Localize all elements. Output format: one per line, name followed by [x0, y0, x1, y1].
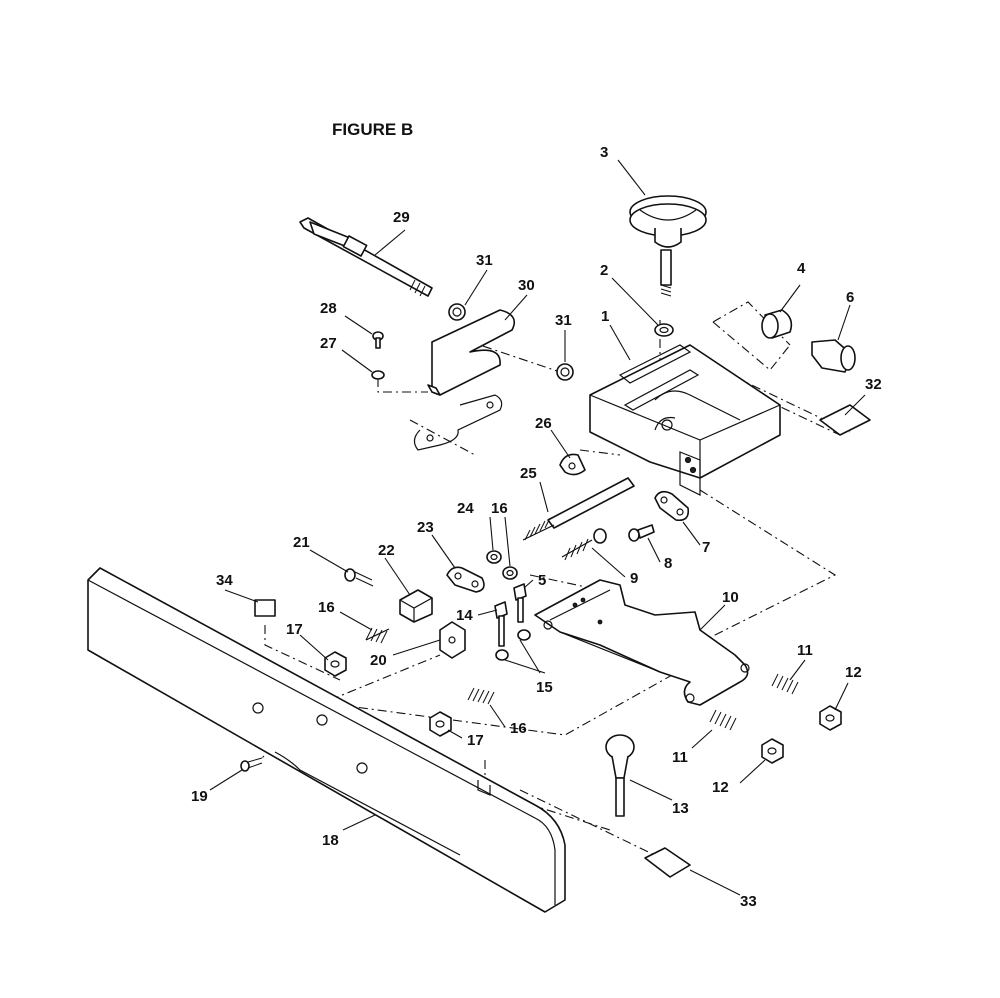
part-13-knob [605, 734, 635, 817]
callout-17-lower: 17 [467, 732, 484, 749]
callout-16-lower: 16 [510, 720, 527, 737]
callout-12-upper: 12 [845, 664, 862, 681]
callout-34: 34 [216, 572, 233, 589]
callout-20: 20 [370, 652, 387, 669]
part-19-screw [240, 757, 263, 772]
part-24-nut [486, 550, 502, 564]
part-23-link [446, 566, 485, 593]
callout-labels: 3 2 1 4 6 32 29 31 30 31 28 27 26 25 24 … [191, 144, 882, 910]
figure-title: FIGURE B [332, 120, 413, 139]
callout-30: 30 [518, 277, 535, 294]
part-16-spring-lower [467, 687, 495, 705]
callout-11-lower: 11 [672, 749, 688, 766]
callout-23: 23 [417, 519, 434, 536]
callout-5: 5 [538, 572, 546, 589]
part-2-washer [654, 323, 674, 337]
callout-21: 21 [293, 534, 310, 551]
part-29-shaft [299, 217, 433, 297]
part-34-decal [254, 599, 276, 617]
part-5-bolt [513, 583, 527, 623]
callout-2: 2 [600, 262, 608, 279]
part-28-screw [372, 331, 384, 349]
part-8-bolt [628, 524, 655, 542]
part-11-spring-lower [709, 709, 737, 731]
callout-1: 1 [601, 308, 609, 325]
callout-14: 14 [456, 607, 473, 624]
callout-27: 27 [320, 335, 337, 352]
part-14-bolt [494, 601, 508, 647]
part-27-washer [371, 370, 385, 380]
part-4-collar [761, 309, 793, 339]
part-22-block [399, 589, 433, 623]
part-25-rod [522, 477, 635, 541]
part-12-nut-upper [819, 705, 842, 731]
callout-16-upper: 16 [491, 500, 508, 517]
part-10-hinge-plate [534, 579, 750, 706]
leader-lines [209, 159, 866, 896]
callout-26: 26 [535, 415, 552, 432]
callout-16-left: 16 [318, 599, 335, 616]
callout-10: 10 [722, 589, 739, 606]
callout-3: 3 [600, 144, 608, 161]
part-15-nuts [495, 629, 531, 661]
part-31-washers [448, 303, 574, 381]
callout-24: 24 [457, 500, 474, 517]
callout-17-left: 17 [286, 621, 303, 638]
part-16-spring-left [365, 627, 390, 644]
part-18-fence-rail [87, 567, 566, 913]
callout-4: 4 [797, 260, 806, 277]
part-16-nut-upper [502, 566, 518, 580]
callout-29: 29 [393, 209, 410, 226]
callout-22: 22 [378, 542, 395, 559]
part-26-clip [559, 453, 586, 476]
callout-8: 8 [664, 555, 672, 572]
part-6-knob [811, 339, 856, 373]
part-12-nut-lower [761, 738, 784, 764]
callout-19: 19 [191, 788, 208, 805]
part-3-star-knob [629, 195, 707, 297]
callout-25: 25 [520, 465, 537, 482]
callout-11-upper: 11 [797, 642, 813, 659]
part-11-spring-upper [771, 673, 799, 695]
part-32-decal [819, 404, 871, 436]
part-17-nut-lower [429, 711, 452, 737]
callout-13: 13 [672, 800, 689, 817]
callout-33: 33 [740, 893, 757, 910]
part-33-decal [644, 847, 691, 878]
part-7-link [654, 490, 690, 522]
part-30-bent-plate [413, 309, 516, 451]
callout-6: 6 [846, 289, 854, 306]
part-9-screw [561, 528, 607, 561]
callout-18: 18 [322, 832, 339, 849]
callout-32: 32 [865, 376, 882, 393]
callout-12-lower: 12 [712, 779, 729, 796]
callout-7: 7 [702, 539, 710, 556]
callout-15: 15 [536, 679, 553, 696]
part-17-nut-left [324, 651, 347, 677]
part-21-bolt [344, 568, 374, 587]
callout-9: 9 [630, 570, 638, 587]
callout-31-upper: 31 [476, 252, 493, 269]
callout-28: 28 [320, 300, 337, 317]
part-1-bracket-block [589, 344, 781, 496]
callout-31-lower: 31 [555, 312, 572, 329]
part-20-bracket [439, 621, 466, 659]
